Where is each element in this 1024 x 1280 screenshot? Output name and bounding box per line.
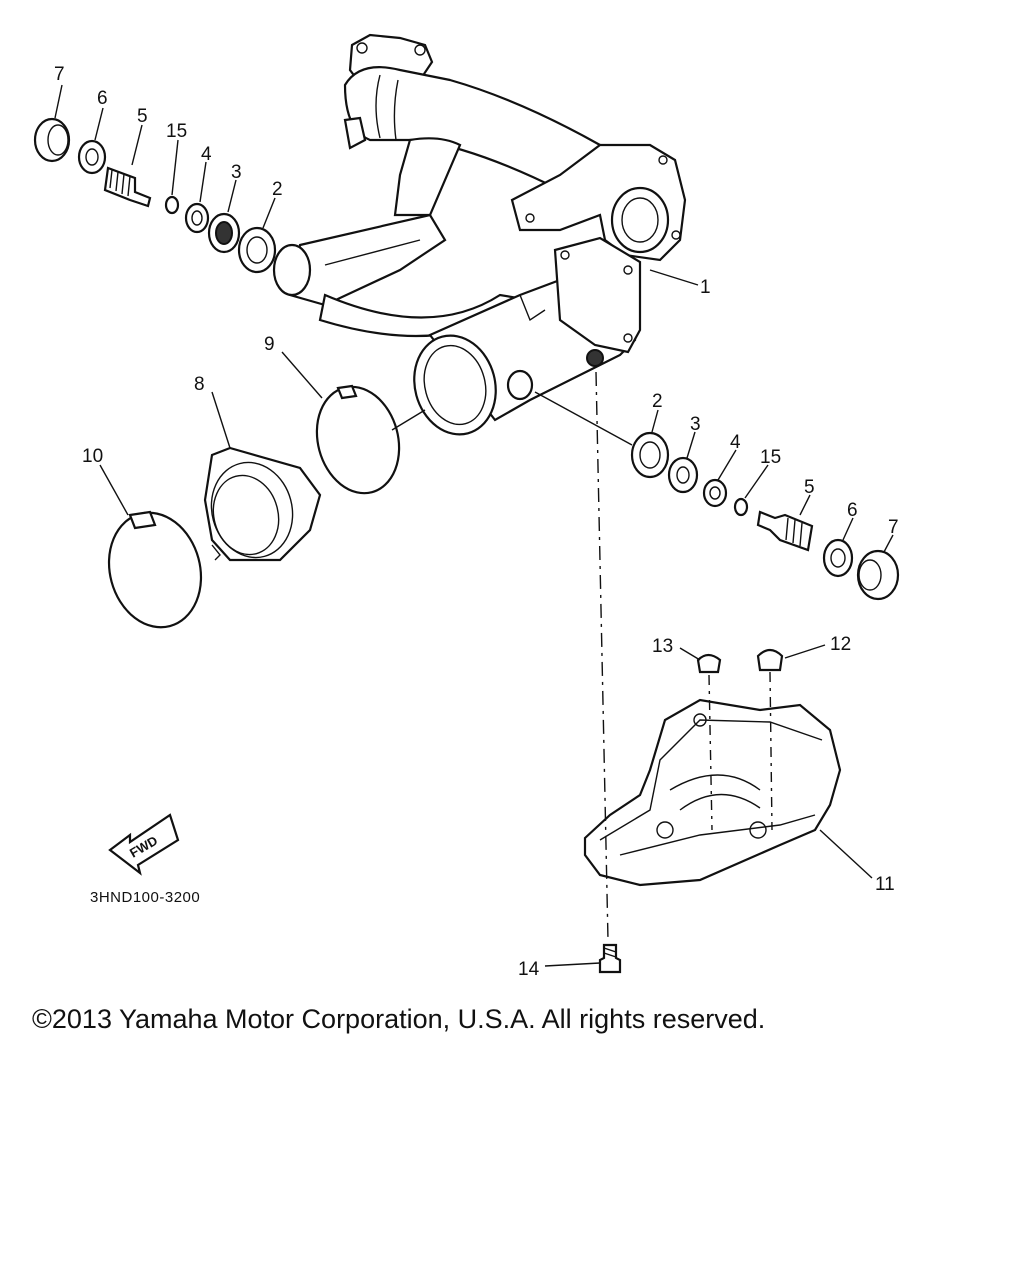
callout-11: 11	[875, 874, 895, 895]
callout-7-left: 7	[54, 64, 65, 85]
callout-14: 14	[518, 959, 540, 980]
callout-15-left: 15	[166, 121, 187, 142]
guard-plate	[544, 269, 873, 974]
swingarm	[272, 33, 687, 436]
left-pivot-parts	[33, 84, 277, 274]
callout-12: 12	[830, 634, 851, 655]
callout-7-right: 7	[888, 517, 899, 538]
callout-3-right: 3	[690, 414, 701, 435]
callout-6-left: 6	[97, 88, 108, 109]
callout-8: 8	[194, 374, 205, 395]
drawing-code: 3HND100-3200	[90, 889, 200, 906]
callout-4-right: 4	[730, 432, 741, 453]
callout-labels: 1 2 3 4 15 5 6 7 8 9 10 2 3 4 15 5 6 7 1…	[54, 64, 899, 980]
callout-13: 13	[652, 636, 673, 657]
fwd-arrow-icon: FWD	[108, 813, 180, 876]
callout-9: 9	[264, 334, 275, 355]
callout-4-left: 4	[201, 144, 212, 165]
copyright-notice: ©2013 Yamaha Motor Corporation, U.S.A. A…	[32, 1004, 766, 1034]
callout-5-left: 5	[137, 106, 148, 127]
callout-5-right: 5	[804, 477, 815, 498]
callout-10: 10	[82, 446, 103, 467]
callout-2-right: 2	[652, 391, 663, 412]
right-pivot-parts	[534, 391, 900, 601]
callout-1: 1	[700, 277, 711, 298]
exploded-view-drawing: FWD	[33, 33, 900, 980]
callout-6-right: 6	[847, 500, 858, 521]
callout-15-right: 15	[760, 447, 781, 468]
callout-3-left: 3	[231, 162, 242, 183]
boot-and-clamps	[99, 351, 426, 629]
callout-2-left: 2	[272, 179, 283, 200]
